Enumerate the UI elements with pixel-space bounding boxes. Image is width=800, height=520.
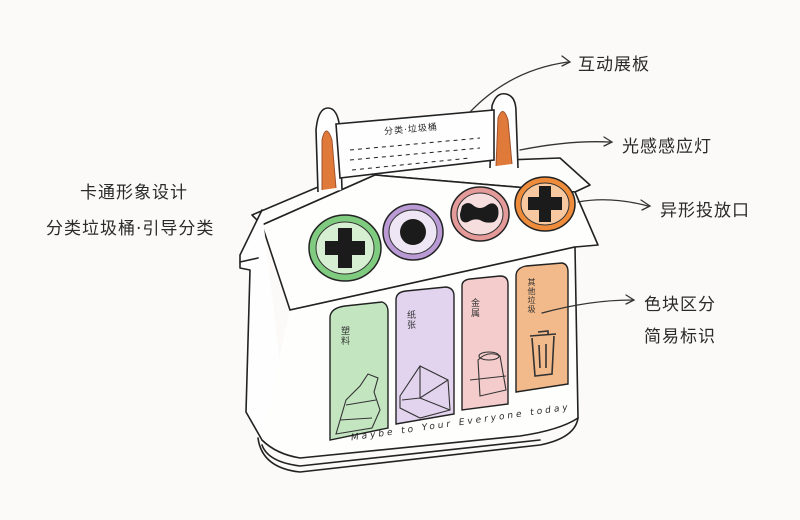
arrow-openings: [577, 199, 649, 207]
callout-display-board: 互动展板: [578, 55, 650, 75]
callout-color-zones-2: 简易标识: [644, 327, 716, 347]
bin-panel-paper: [395, 286, 455, 425]
cross-slot-icon: [325, 228, 365, 268]
left-note-line2: 分类垃圾桶·引导分类: [46, 219, 215, 239]
bottle-drawing: [335, 373, 381, 435]
can-drawing: [469, 353, 507, 397]
bin-panel-other: [515, 262, 569, 393]
bin-panel-metal: [461, 275, 509, 411]
paper-box-drawing: [399, 365, 451, 419]
bin-label-other: 其他垃圾: [527, 278, 536, 314]
bin-label-paper: 纸张: [405, 310, 415, 330]
trash-can-icon: [529, 330, 557, 377]
bin-label-metal: 金属: [469, 298, 479, 318]
base-outline: [257, 417, 579, 473]
cross-slot-icon: [528, 186, 562, 222]
opening-other: [514, 176, 576, 232]
circle-slot-icon: [400, 219, 426, 245]
arrow-sensor-light: [519, 141, 611, 151]
arrow-color-zones: [541, 299, 633, 314]
callout-sensor-light: 光感感应灯: [622, 137, 712, 157]
arrow-display-board: [469, 61, 569, 113]
opening-metal: [450, 186, 510, 242]
opening-paper: [382, 203, 444, 261]
opening-plastic: [308, 214, 382, 282]
callout-openings: 异形投放口: [660, 201, 750, 221]
bin-label-plastic: 塑料: [339, 326, 349, 346]
left-note-line1: 卡通形象设计: [80, 183, 188, 203]
callout-color-zones-1: 色块区分: [644, 295, 716, 315]
bone-slot-icon: [460, 203, 499, 223]
